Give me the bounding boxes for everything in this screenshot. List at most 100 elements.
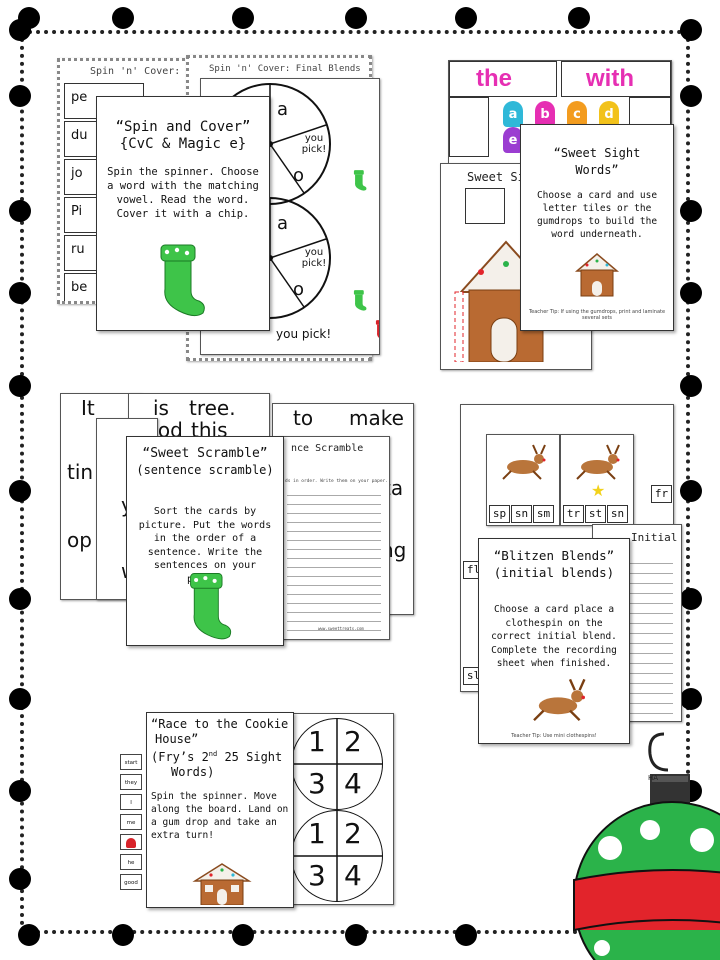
race-card-title-3b: 25 Sight: [217, 750, 283, 764]
spin-cover-card-title-1: “Spin and Cover”: [115, 119, 251, 135]
race-card-title-2: House”: [155, 732, 199, 746]
number-spinner-top: 1 2 3 4: [291, 718, 383, 810]
stocking-small-icon: [351, 289, 369, 315]
writing-line: [601, 625, 673, 634]
scramble-word-tin: tin: [67, 460, 94, 484]
spin-cover-word: be: [71, 280, 88, 295]
blitzen-blend-st: st: [585, 505, 606, 523]
race-card-body: Spin the spinner. Move along the board. …: [151, 791, 289, 841]
border-dot: [112, 924, 134, 946]
scramble-word-is: is: [153, 396, 169, 420]
big-word-with: with: [586, 65, 634, 92]
stocking-icon-2: [190, 573, 232, 640]
border-dot: [680, 480, 702, 502]
spinner-top-number-1: 1: [308, 725, 326, 758]
writing-line: [287, 514, 381, 523]
border-dot: [9, 480, 31, 502]
blitzen-blend-fr: fr: [651, 485, 672, 503]
race-card-title-3a: (Fry’s 2: [151, 750, 209, 764]
big-word-the: the: [476, 65, 512, 92]
writing-line: [287, 586, 381, 595]
writing-line: [287, 577, 381, 586]
sight-words-teacher-tip: Teacher Tip: If using the gumdrops, prin…: [528, 309, 666, 321]
house-sheet-box-1: [465, 188, 505, 224]
writing-line: [601, 565, 673, 574]
race-spinner-sheet: 1 2 3 4 1 2 3 4: [286, 713, 394, 905]
border-dot: [9, 85, 31, 107]
number-spinner-bottom: 1 2 3 4: [291, 810, 383, 902]
writing-line: [287, 595, 381, 604]
blitzen-card-title-2: (initial blends): [493, 565, 615, 580]
blitzen-card-title-1: “Blitzen Blends”: [493, 548, 615, 563]
writing-line: [601, 555, 673, 564]
border-dot: [232, 924, 254, 946]
race-card: “Race to the Cookie House” (Fry’s 2nd 25…: [146, 712, 294, 908]
race-board-cell: good: [120, 874, 142, 890]
writing-line: [601, 615, 673, 624]
writing-line: [601, 585, 673, 594]
stocking-small-icon: [351, 169, 369, 195]
ornament-label: HA: [648, 774, 659, 782]
blitzen-card-1: sp sn sm: [486, 434, 560, 526]
spinner-bottom-number-1: 1: [308, 817, 326, 850]
writing-line: [287, 604, 381, 613]
border-dot: [345, 7, 367, 29]
spin-cover-partial-pick: you pick!: [276, 327, 332, 341]
writing-line: [287, 523, 381, 532]
blitzen-sheet-title: Initial: [631, 531, 678, 544]
race-card-title-1: “Race to the Cookie: [151, 717, 289, 731]
scramble-word-op: op: [67, 528, 92, 552]
spinner-top-label-o: o: [293, 165, 305, 186]
border-dot: [680, 85, 702, 107]
word-cell-with: with: [561, 61, 671, 97]
gumdrop-icon: [126, 837, 136, 848]
gumdrop-letter-tile: d: [599, 101, 619, 127]
sight-words-card-title-2: Words”: [575, 163, 619, 177]
word-cell-the: the: [449, 61, 557, 97]
number-spinner-bottom-lines: [292, 811, 382, 901]
race-board-cell: he: [120, 854, 142, 870]
blitzen-blend-sm: sm: [533, 505, 554, 523]
spinner-top-label-a: a: [277, 99, 289, 120]
writing-line: [287, 568, 381, 577]
reindeer-icon-large: [533, 678, 586, 722]
spin-cover-card: “Spin and Cover” {CvC & Magic e} Spin th…: [96, 96, 270, 331]
writing-line: [287, 559, 381, 568]
race-board-cell: [120, 834, 142, 850]
writing-line: [601, 705, 673, 714]
border-dot: [345, 924, 367, 946]
blitzen-card-2: ★ tr st sn: [560, 434, 634, 526]
spinner-top-number-4: 4: [344, 767, 362, 800]
writing-line: [287, 487, 381, 496]
writing-line: [287, 550, 381, 559]
blitzen-card: “Blitzen Blends” (initial blends) Choose…: [478, 538, 630, 744]
scramble-card-title-2: (sentence scramble): [136, 463, 274, 477]
spin-cover-word: Pi: [71, 204, 83, 219]
gingerbread-house-small-icon: [574, 253, 620, 297]
spin-cover-sheet-2-title: Spin 'n' Cover: Final Blends: [209, 64, 361, 74]
word-cell-blank-1: [449, 97, 489, 157]
scramble-card: “Sweet Scramble” (sentence scramble) Sor…: [126, 436, 284, 646]
border-dot: [18, 924, 40, 946]
writing-line: [287, 541, 381, 550]
writing-line: [601, 605, 673, 614]
spinner-bottom-label-a: a: [277, 213, 289, 234]
scramble-footer: www.sweettreats.com: [318, 626, 364, 631]
spin-cover-card-title-2: {CvC & Magic e}: [119, 136, 247, 152]
spinner-bottom-label-o: o: [293, 279, 305, 300]
race-card-title-4: Words): [171, 765, 215, 779]
spinner-bottom-number-3: 3: [308, 859, 326, 892]
writing-line: [601, 665, 673, 674]
writing-line: [287, 622, 381, 631]
cookie-house-icon: [192, 863, 252, 905]
scramble-card-title-1: “Sweet Scramble”: [142, 446, 268, 461]
sight-words-card-body: Choose a card and use letter tiles or th…: [536, 190, 658, 240]
writing-line: [601, 645, 673, 654]
spinner-top-label-pick: you pick!: [301, 133, 327, 155]
writing-line: [287, 496, 381, 505]
spinner-top-number-3: 3: [308, 767, 326, 800]
scramble-word-it: It: [81, 396, 95, 420]
blitzen-blend-sp: sp: [489, 505, 510, 523]
writing-line: [601, 685, 673, 694]
scramble-word-to: to: [293, 406, 314, 430]
